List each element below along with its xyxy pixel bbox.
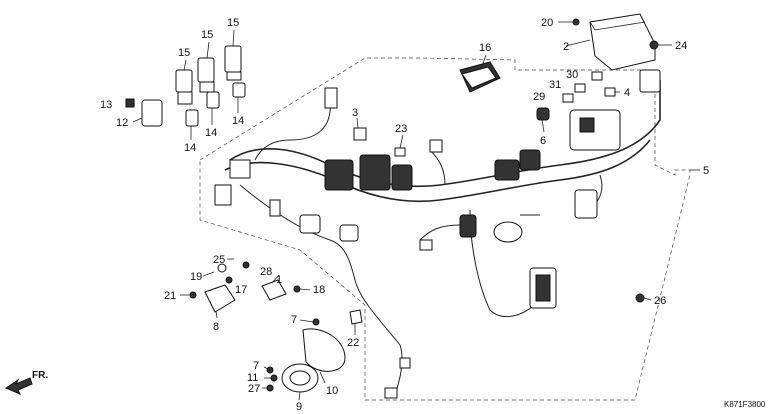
callout-28: 28 (260, 266, 272, 278)
wire-harness (214, 69, 661, 399)
callout-18: 18 (313, 284, 325, 296)
callout-29: 29 (533, 91, 545, 103)
front-direction-arrow: FR. (4, 370, 48, 395)
callout-11: 11 (247, 372, 258, 384)
callout-20: 20 (541, 17, 553, 29)
callout-21: 21 (164, 290, 176, 302)
small-parts-right (353, 71, 616, 157)
callout-17: 17 (235, 284, 247, 296)
callout-25: 25 (213, 254, 225, 266)
callout-24: 24 (675, 40, 687, 52)
callout-15-b: 15 (201, 29, 213, 41)
callout-6: 6 (540, 135, 546, 147)
horn-parts (266, 293, 645, 393)
callout-10: 10 (326, 385, 338, 397)
callout-1: 1 (276, 274, 282, 286)
callout-4: 4 (624, 87, 630, 99)
callout-3: 3 (352, 107, 358, 119)
callout-14-b: 14 (205, 127, 217, 139)
harness-boundary (199, 57, 691, 401)
regulator-unit (459, 61, 501, 93)
callout-15-c: 15 (227, 17, 239, 29)
callout-2: 2 (563, 41, 569, 53)
callout-labels: 2 3 4 5 6 7 7 8 9 10 11 12 13 14 14 14 1… (100, 17, 709, 413)
small-parts-left (189, 261, 363, 326)
callout-26: 26 (654, 295, 666, 307)
callout-27: 27 (248, 383, 260, 395)
callout-30: 30 (566, 69, 578, 81)
callout-23: 23 (395, 123, 407, 135)
callout-19: 19 (190, 271, 202, 283)
callout-22: 22 (347, 337, 359, 349)
callout-15-a: 15 (178, 47, 190, 59)
callout-5: 5 (703, 165, 709, 177)
leader-lines (126, 21, 700, 401)
callout-12: 12 (116, 117, 128, 129)
callout-7-a: 7 (291, 314, 297, 326)
callout-8: 8 (213, 321, 219, 333)
callout-7-b: 7 (253, 360, 259, 372)
relay-group (125, 45, 246, 127)
ecu-unit (572, 13, 659, 71)
front-label: FR. (32, 370, 48, 381)
callout-31: 31 (549, 79, 561, 91)
callout-14-a: 14 (184, 142, 196, 154)
callout-14-c: 14 (232, 115, 244, 127)
diagram-code: K871F3800 (724, 400, 766, 409)
callout-13: 13 (100, 99, 112, 111)
callout-9: 9 (296, 401, 302, 413)
callout-16: 16 (479, 42, 491, 54)
